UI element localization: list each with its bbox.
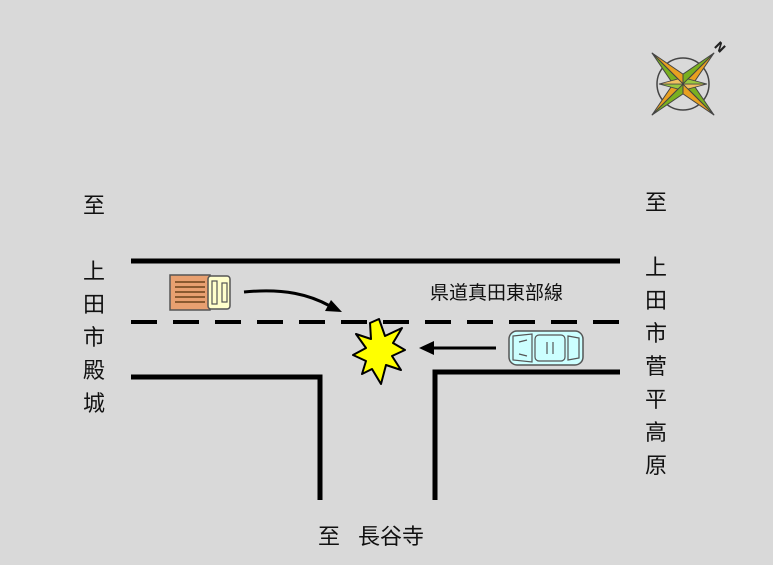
destination-south: 至長谷寺 — [318, 519, 424, 551]
car-path-arrow — [419, 341, 496, 355]
destination-east: 至 — [641, 187, 671, 220]
truck-icon — [169, 274, 231, 311]
car-icon — [508, 330, 584, 366]
destination-south-prefix: 至 — [318, 525, 341, 550]
destination-east-name: 上 田 市 菅 平 高 原 — [644, 256, 667, 479]
compass-icon: N — [651, 39, 728, 116]
road-south-edge-east — [432, 369, 620, 500]
truck-path-arrow — [243, 289, 342, 312]
road-south-edge-west — [131, 374, 323, 500]
destination-west-name: 上 田 市 殿 城 — [82, 260, 105, 417]
destination-south-place: 長谷寺 — [358, 525, 425, 550]
destination-west: 至 — [79, 190, 109, 223]
road-name-label: 県道真田東部線 — [430, 282, 564, 304]
destination-east-prefix: 至 — [644, 191, 667, 216]
destination-west-prefix: 至 — [82, 194, 105, 219]
impact-icon — [352, 318, 406, 385]
